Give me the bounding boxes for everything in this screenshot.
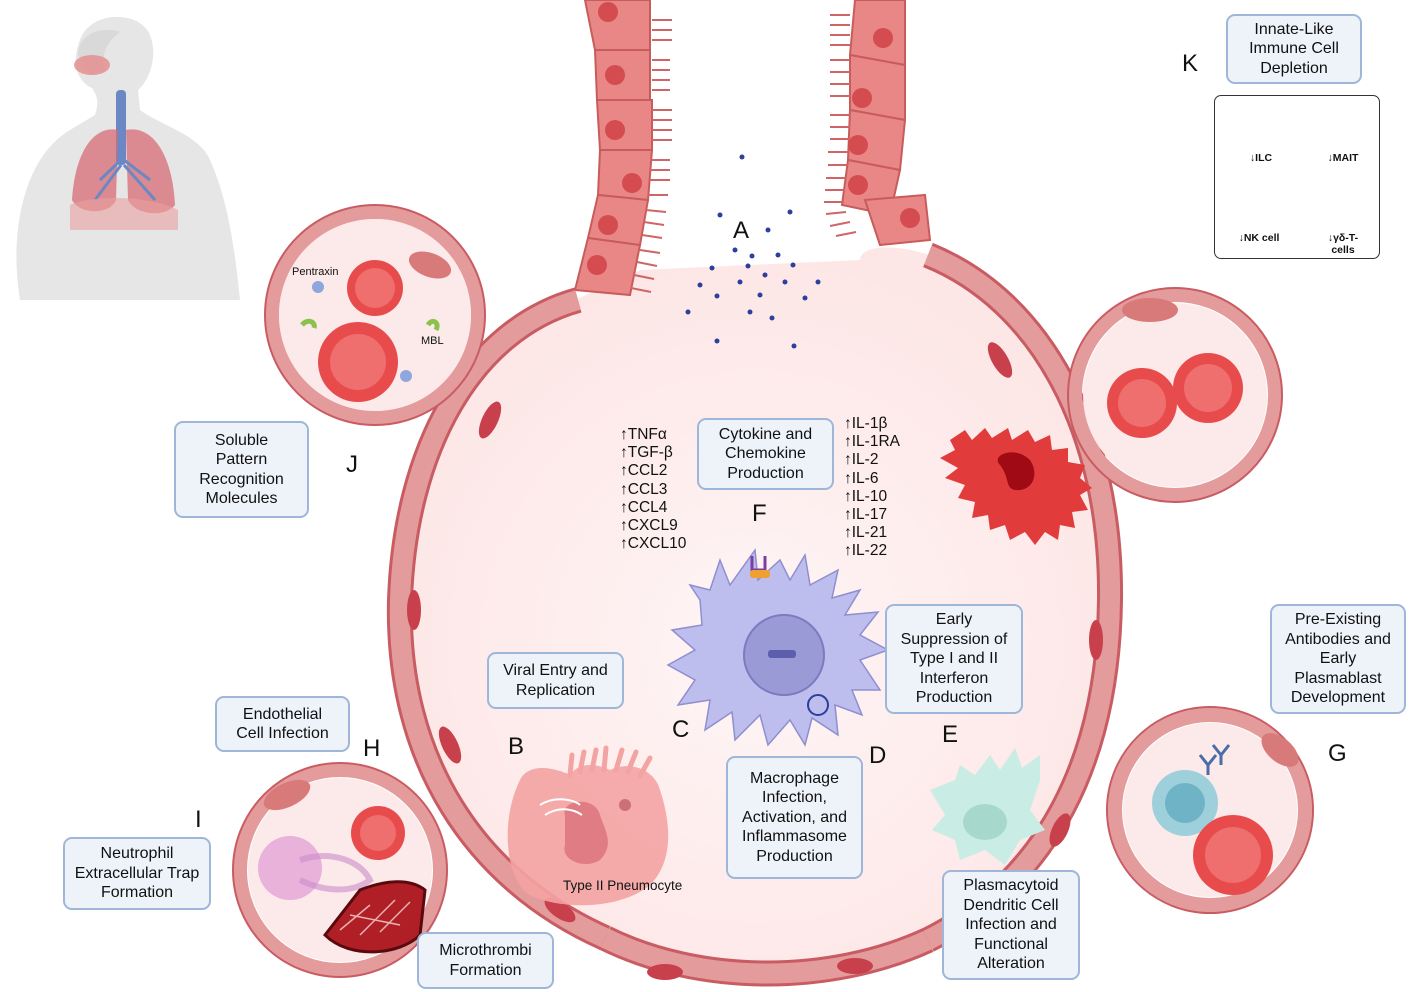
legend-panel (1214, 95, 1380, 259)
neutrophil-cell (940, 428, 1092, 545)
legend-mait-label: ↓MAIT (1327, 152, 1359, 164)
vessel-g (1106, 706, 1314, 914)
legend-gd-label: ↓γδ-T- cells (1327, 232, 1359, 256)
cytokine-item: ↑CXCL10 (620, 535, 687, 553)
endothelial-nuclei (407, 342, 1103, 980)
box-pre-existing: Pre-Existing Antibodies and Early Plasma… (1270, 604, 1406, 714)
alveolar-wall (386, 242, 1124, 987)
cytokine-item: ↑IL-22 (844, 542, 888, 560)
cytokine-item: ↑IL-6 (844, 469, 879, 487)
cytokine-item: ↑CCL4 (620, 498, 668, 516)
bronchiole-epithelium-right (824, 0, 932, 247)
macrophage-cell (666, 547, 890, 747)
cytokine-item: ↑IL-2 (844, 451, 879, 469)
cytokine-item: ↑IL-1RA (844, 433, 900, 451)
box-cytokine: Cytokine and Chemokine Production (697, 418, 834, 490)
label-pentraxin: Pentraxin (292, 266, 339, 278)
label-c: C (672, 716, 690, 743)
label-a: A (733, 217, 750, 244)
cytokines-left-list: ↑TNFα ↑TGF-β ↑CCL2 ↑CCL3 ↑CCL4 ↑CXCL9 ↑C… (620, 426, 686, 553)
cytokine-item: ↑IL-1β (844, 415, 888, 432)
cytokine-item: ↑CXCL9 (620, 517, 678, 535)
cytokine-item: ↑TNFα (620, 426, 667, 443)
cytokine-item: ↑IL-21 (844, 524, 888, 542)
box-endothelial: Endothelial Cell Infection (215, 696, 350, 752)
label-h: H (363, 735, 381, 762)
cytokine-item: ↑CCL3 (620, 480, 668, 498)
vessel-h (232, 762, 448, 978)
box-net: Neutrophil Extracellular Trap Formation (63, 837, 211, 910)
label-type2-pneumocyte: Type II Pneumocyte (563, 878, 683, 893)
vessel-right-top (1067, 287, 1283, 503)
box-microthrombi: Microthrombi Formation (417, 932, 554, 989)
label-i: I (195, 806, 202, 833)
legend-nk-label: ↓NK cell (1238, 232, 1280, 244)
cytokine-item: ↑IL-10 (844, 487, 888, 505)
box-soluble-prm: Soluble Pattern Recognition Molecules (174, 421, 309, 518)
vessel-j (264, 204, 486, 426)
label-e: E (942, 721, 959, 748)
label-j: J (346, 451, 358, 478)
legend-ilc-label: ↓ILC (1249, 152, 1273, 164)
cytokine-item: ↑TGF-β (620, 444, 673, 462)
box-innate-like: Innate-Like Immune Cell Depletion (1226, 14, 1362, 84)
bronchiole-epithelium (573, 0, 672, 297)
label-g: G (1328, 740, 1347, 767)
box-viral-entry: Viral Entry and Replication (487, 652, 624, 709)
box-macrophage: Macrophage Infection, Activation, and In… (726, 756, 863, 879)
virus-particles (685, 154, 821, 349)
label-k: K (1182, 50, 1199, 77)
label-f: F (752, 500, 767, 527)
box-pdc: Plasmacytoid Dendritic Cell Infection an… (942, 870, 1080, 980)
cytokine-item: ↑CCL2 (620, 462, 668, 480)
cytokines-right-list: ↑IL-1β ↑IL-1RA ↑IL-2 ↑IL-6 ↑IL-10 ↑IL-17… (844, 415, 900, 561)
type2-pneumocyte-cell (507, 745, 669, 906)
label-d: D (869, 742, 887, 769)
human-lungs-icon (16, 16, 241, 300)
pdc-cell (930, 748, 1045, 865)
label-b: B (508, 733, 525, 760)
label-mbl: MBL (421, 335, 444, 347)
cytokine-item: ↑IL-17 (844, 506, 888, 524)
box-early-suppression: Early Suppression of Type I and II Inter… (885, 604, 1023, 714)
